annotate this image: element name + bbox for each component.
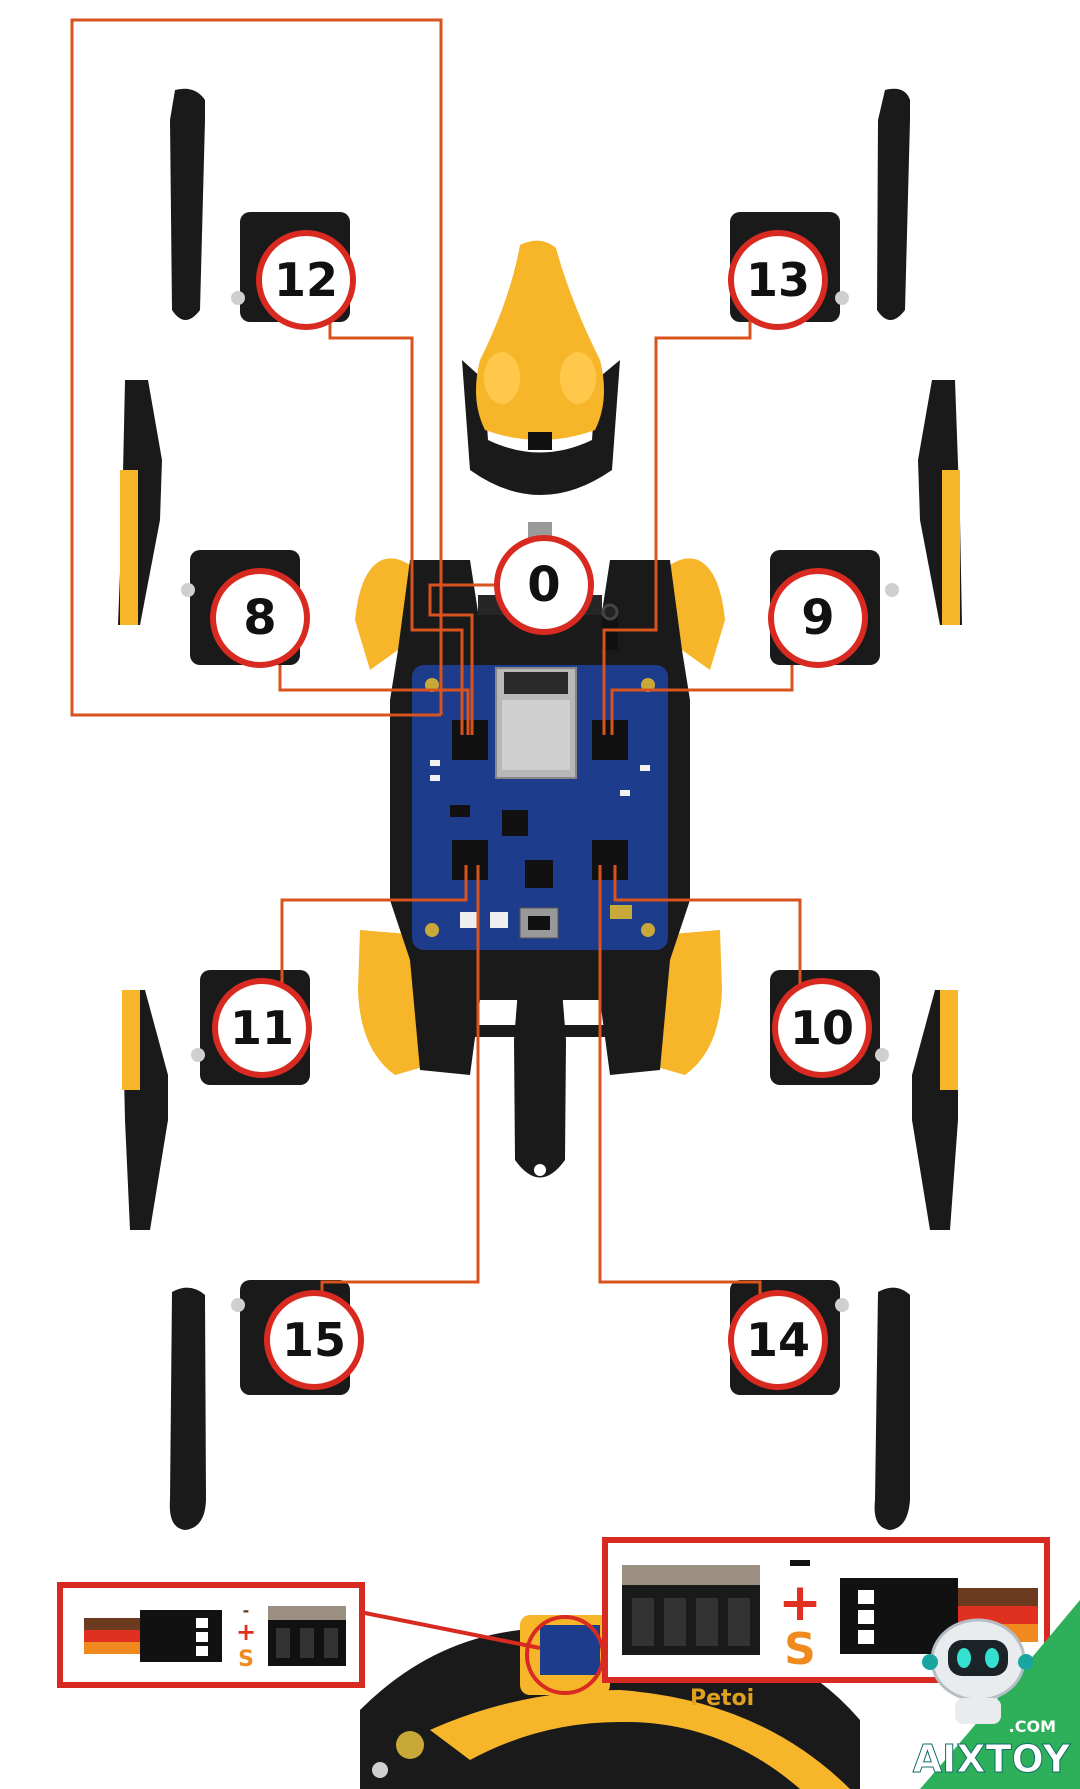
servo-badge-9: 9 [768,568,868,668]
svg-text:13: 13 [746,253,810,307]
brand-domain: .COM [1009,1717,1056,1736]
servo-badge-11: 11 [212,978,312,1078]
leg-links-upper [169,88,910,1530]
pin-signal-label: S [238,1647,254,1672]
robot-mascot-icon [922,1618,1034,1724]
svg-text:15: 15 [282,1313,346,1367]
svg-text:10: 10 [790,1001,854,1055]
leg-links-lower [118,380,962,1230]
pin-minus-label: - [243,1601,250,1620]
left-connector-inset: - + S [57,1582,541,1688]
body-brand-text: Petoi [690,1686,754,1711]
servo-badge-14: 14 [728,1290,828,1390]
robot-tail [514,965,566,1178]
servo-badge-13: 13 [728,230,828,330]
servo-badge-8: 8 [210,568,310,668]
pin-minus-label-large: - [798,1558,802,1569]
svg-text:9: 9 [801,590,834,646]
wiring-lines [70,18,802,1295]
servo-badge-10: 10 [772,978,872,1078]
pin-header-large [622,1565,760,1655]
aixtoy-logo: .COM AIXTOY [912,1600,1080,1789]
pin-header [268,1606,346,1666]
pcb-board [412,603,668,950]
servo-badge-0: 0 [494,535,594,635]
pin-plus-label: + [236,1618,256,1646]
servo-badges: 12 13 0 8 9 11 10 15 [210,230,872,1390]
svg-text:0: 0 [527,557,560,613]
svg-text:8: 8 [243,590,276,646]
servo-badge-15: 15 [264,1290,364,1390]
servo-cable [84,1610,222,1662]
svg-text:14: 14 [746,1313,810,1367]
robot-head [462,240,620,544]
svg-text:12: 12 [274,253,338,307]
brand-name: AIXTOY [913,1737,1071,1781]
svg-text:11: 11 [230,1001,294,1055]
servo-badge-12: 12 [256,230,356,330]
pin-signal-label-large: S [784,1624,816,1675]
pin-plus-label-large: + [778,1573,822,1633]
